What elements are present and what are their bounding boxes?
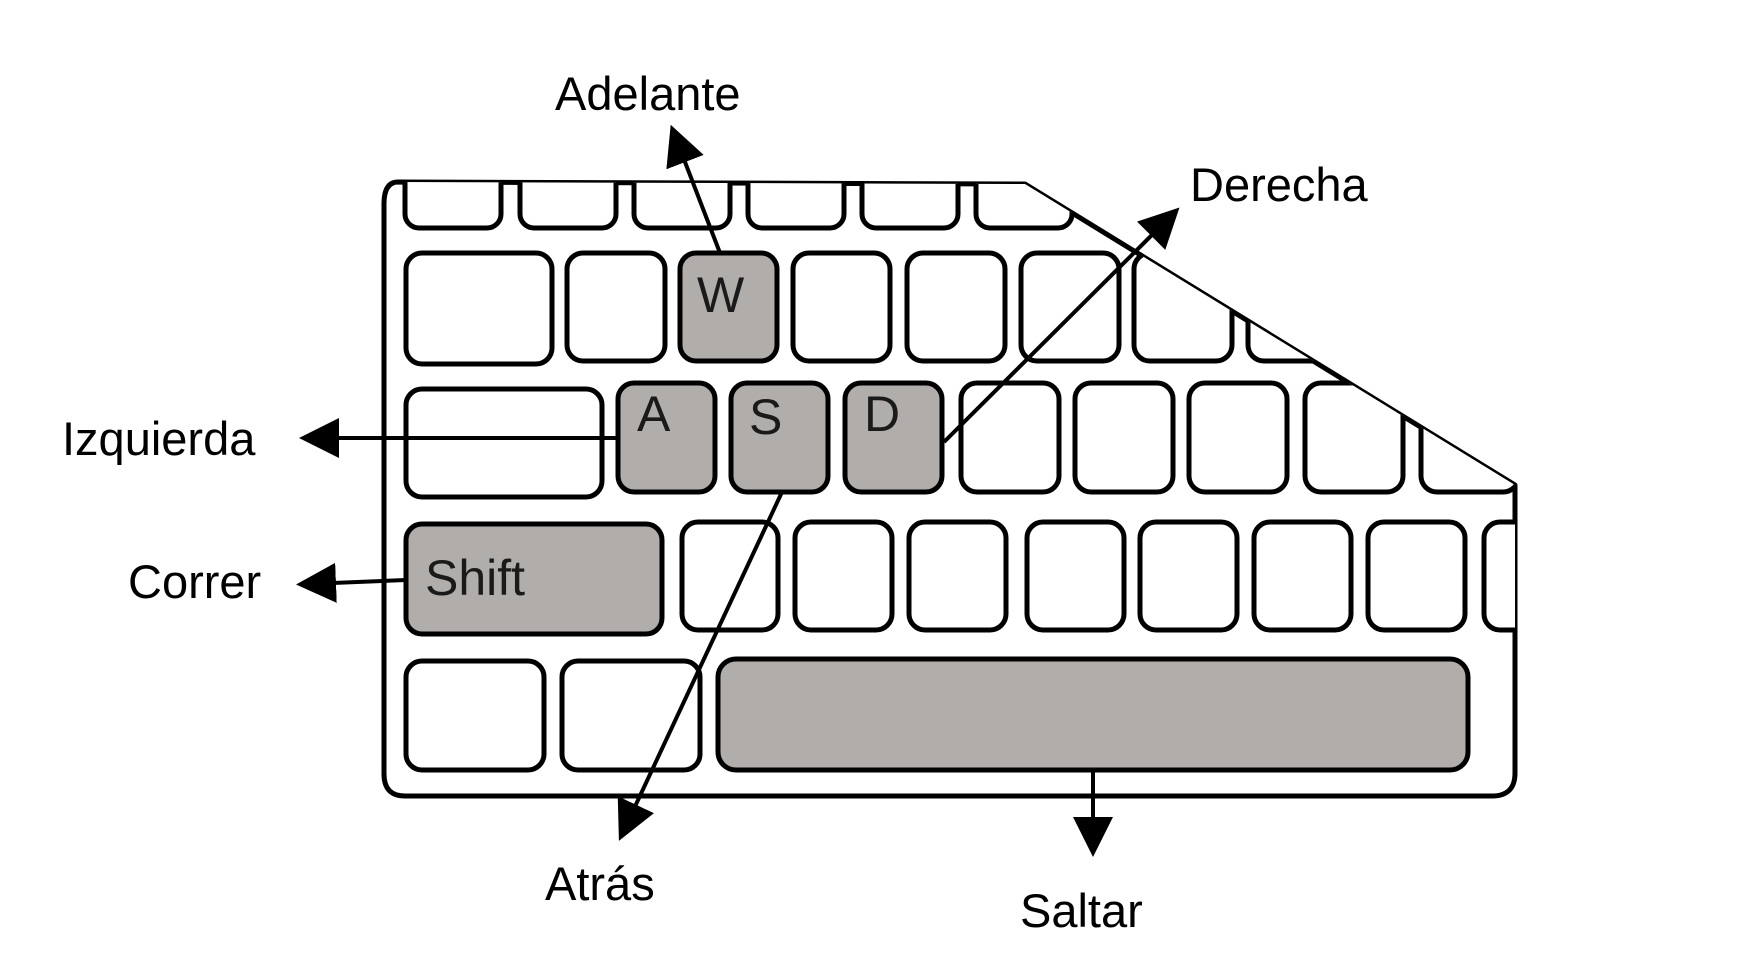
label-back: Atrás bbox=[545, 857, 655, 910]
key-top-1[interactable] bbox=[402, 150, 504, 231]
arrow-run bbox=[296, 562, 407, 603]
key-caps[interactable] bbox=[403, 386, 605, 500]
key-top-4[interactable] bbox=[745, 150, 847, 231]
key-top-5[interactable] bbox=[859, 150, 961, 231]
arrow-right bbox=[942, 207, 1180, 444]
key-v[interactable] bbox=[1024, 519, 1127, 633]
key-comma[interactable] bbox=[1481, 519, 1581, 633]
key-shift[interactable] bbox=[403, 521, 665, 637]
label-jump: Saltar bbox=[1020, 884, 1143, 937]
key-r[interactable] bbox=[904, 250, 1008, 364]
key-b[interactable] bbox=[1137, 519, 1240, 633]
key-t[interactable] bbox=[1018, 250, 1122, 364]
label-left: Izquierda bbox=[62, 412, 256, 465]
key-top-3[interactable] bbox=[631, 150, 733, 231]
key-shift-label: Shift bbox=[425, 550, 525, 606]
key-space[interactable] bbox=[715, 656, 1471, 773]
key-e[interactable] bbox=[790, 250, 893, 364]
key-g[interactable] bbox=[1072, 380, 1176, 495]
key-ctrl[interactable] bbox=[403, 658, 547, 773]
key-x[interactable] bbox=[792, 519, 895, 633]
key-top-2[interactable] bbox=[517, 150, 619, 231]
label-forward: Adelante bbox=[555, 67, 741, 120]
key-u[interactable] bbox=[1245, 250, 1349, 364]
key-y[interactable] bbox=[1131, 250, 1235, 364]
key-w-label: W bbox=[697, 267, 745, 323]
key-j[interactable] bbox=[1302, 380, 1406, 495]
key-s-label: S bbox=[749, 389, 782, 445]
key-f[interactable] bbox=[958, 380, 1062, 495]
key-s[interactable] bbox=[728, 380, 831, 495]
key-w[interactable] bbox=[677, 250, 780, 364]
key-top-6[interactable] bbox=[973, 150, 1075, 231]
key-d-label: D bbox=[864, 386, 900, 442]
key-tab[interactable] bbox=[403, 250, 555, 367]
key-q[interactable] bbox=[564, 250, 668, 364]
key-n[interactable] bbox=[1251, 519, 1354, 633]
arrow-forward bbox=[666, 124, 722, 254]
label-run: Correr bbox=[128, 555, 261, 608]
key-m[interactable] bbox=[1365, 519, 1468, 633]
label-right: Derecha bbox=[1190, 158, 1369, 211]
key-d[interactable] bbox=[842, 380, 945, 495]
key-c[interactable] bbox=[906, 519, 1009, 633]
key-h[interactable] bbox=[1186, 380, 1290, 495]
key-a-label: A bbox=[637, 386, 671, 442]
key-z[interactable] bbox=[679, 519, 781, 633]
arrow-back bbox=[617, 491, 784, 841]
